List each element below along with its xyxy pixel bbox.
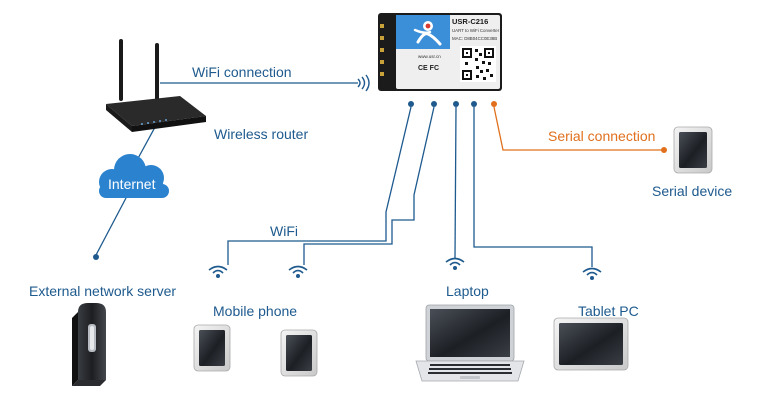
wifi-signal-icon: [288, 265, 308, 278]
laptop-label: Laptop: [446, 283, 489, 299]
usr-logo-icon: [413, 21, 442, 46]
wifi-label: WiFi: [270, 223, 298, 239]
tablet-icon: [553, 317, 629, 371]
module-subtitle-text: UART to WiFi Converter: [452, 28, 500, 33]
wifi-line-laptop: [454, 106, 457, 259]
internet-cloud-icon: [99, 154, 169, 198]
wifi-module: USR-C216 UART to WiFi Converter MAC: D8B…: [378, 13, 502, 91]
wifi-signal-icon: [582, 267, 602, 280]
wifi-line-phone-2: [303, 106, 435, 265]
serial-pin-dot: [491, 101, 497, 107]
wifi-signal-icon: [208, 265, 228, 278]
external-server-icon: [72, 303, 106, 386]
wifi-signal-icon: [445, 257, 465, 270]
module-cert-text: CE FC: [418, 65, 439, 72]
server-connection-dot: [93, 254, 99, 260]
wifi-connection-label: WiFi connection: [192, 64, 292, 80]
qr-code-icon: [460, 46, 496, 82]
serial-device-icon: [673, 126, 713, 174]
tablet-pc-label: Tablet PC: [578, 303, 639, 319]
module-mac-text: MAC: D8B04CC0E38B: [452, 36, 497, 41]
wifi-arrow-icon: [357, 74, 370, 92]
internet-server-line: [95, 197, 127, 256]
serial-connection-label: Serial connection: [548, 128, 656, 144]
module-model-text: USR-C216: [452, 17, 488, 26]
internet-label: Internet: [108, 176, 156, 192]
external-server-label: External network server: [29, 283, 177, 299]
mobile-phone-icon: [280, 329, 318, 377]
serial-device-label: Serial device: [652, 183, 733, 199]
module-website-text: www.usr.cn: [418, 54, 441, 59]
module-pin-dots: [408, 101, 477, 107]
wireless-router-label: Wireless router: [214, 126, 309, 142]
serial-connection-line: [493, 106, 664, 151]
mobile-phone-icon: [193, 324, 231, 372]
wireless-router-icon: [106, 39, 206, 132]
wifi-line-tablet: [473, 107, 593, 267]
laptop-icon: [415, 304, 525, 382]
mobile-phone-label: Mobile phone: [213, 303, 298, 319]
wifi-line-phone-1: [227, 106, 412, 265]
serial-end-dot: [661, 147, 667, 153]
